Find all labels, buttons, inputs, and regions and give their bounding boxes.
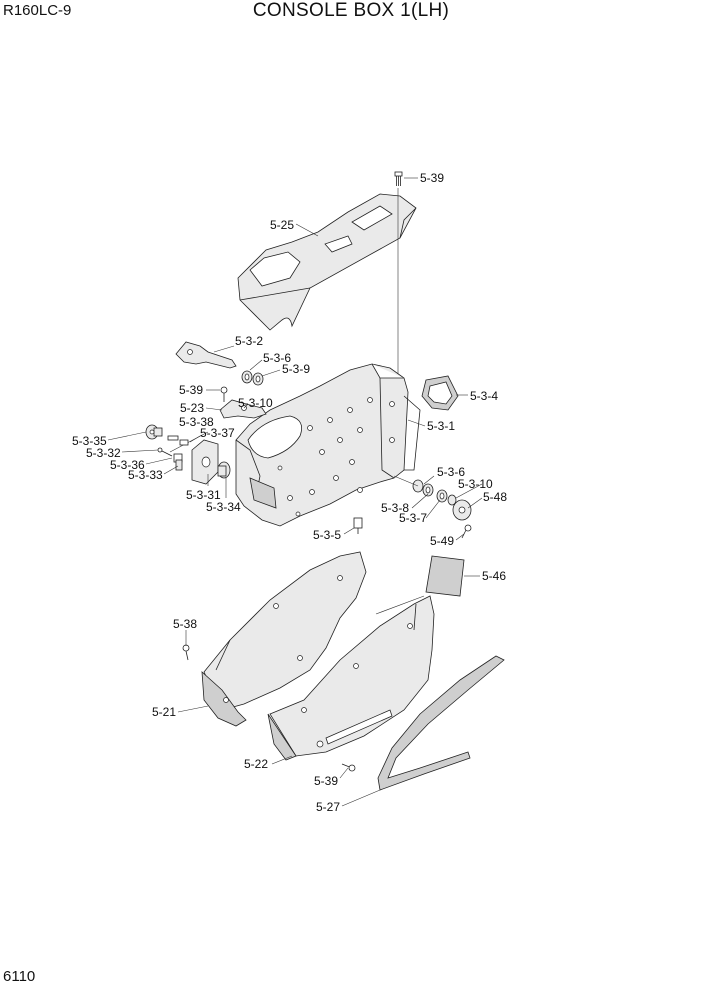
callout-5-3-33: 5-3-33 <box>128 468 163 482</box>
rubber-seal-5-3-4 <box>421 375 459 411</box>
callout-5-3-38: 5-3-38 <box>179 415 214 429</box>
callout-5-39-mid: 5-39 <box>179 383 203 397</box>
lock-plate-5-3-31 <box>191 439 219 485</box>
callout-5-38: 5-38 <box>173 617 197 631</box>
page-number: 6110 <box>3 968 36 985</box>
side-cover-right-5-22 <box>267 595 435 761</box>
spring-5-3-37 <box>179 439 189 446</box>
pin-5-3-32 <box>157 447 173 457</box>
washer-5-3-8 <box>422 483 434 497</box>
callout-5-39-bottom: 5-39 <box>314 774 338 788</box>
nut-5-3-9 <box>252 372 264 386</box>
callout-5-3-7: 5-3-7 <box>399 511 427 525</box>
callout-5-3-8: 5-3-8 <box>381 501 409 515</box>
knob-5-3-35 <box>145 424 163 440</box>
callout-5-3-10-right: 5-3-10 <box>458 477 493 491</box>
model-code: R160LC-9 <box>3 2 72 19</box>
console-top-cover-5-25 <box>237 193 417 331</box>
callout-5-3-2: 5-3-2 <box>235 334 263 348</box>
callout-5-3-4: 5-3-4 <box>470 389 498 403</box>
screw-5-38 <box>182 644 190 661</box>
callout-5-3-6-upper: 5-3-6 <box>263 351 291 365</box>
callout-5-23: 5-23 <box>180 401 204 415</box>
clip-5-3-33 <box>175 459 183 471</box>
callout-5-3-10-upper: 5-3-10 <box>238 396 273 410</box>
plate-5-23 <box>219 399 267 419</box>
label-sheet-5-46 <box>425 555 465 597</box>
washer-5-3-6-upper <box>241 370 253 384</box>
callout-5-3-36: 5-3-36 <box>110 458 145 472</box>
nut-5-3-7 <box>436 489 448 503</box>
cylinder-5-3-34 <box>217 461 231 479</box>
callout-5-3-31: 5-3-31 <box>186 488 221 502</box>
callout-5-3-32: 5-3-32 <box>86 446 121 460</box>
callout-5-3-9: 5-3-9 <box>282 362 310 376</box>
callout-5-27: 5-27 <box>316 800 340 814</box>
callout-5-3-35: 5-3-35 <box>72 434 107 448</box>
callout-5-46: 5-46 <box>482 569 506 583</box>
screw-5-3-38 <box>167 435 179 441</box>
callout-5-3-6-right: 5-3-6 <box>437 465 465 479</box>
screw-5-39-bottom <box>341 763 356 772</box>
callout-5-39-top: 5-39 <box>420 171 444 185</box>
washer-5-3-10-right <box>447 494 457 506</box>
callout-5-21: 5-21 <box>152 705 176 719</box>
callout-5-3-5: 5-3-5 <box>313 528 341 542</box>
callout-5-48: 5-48 <box>483 490 507 504</box>
bolt-5-3-5 <box>353 517 363 534</box>
callout-5-3-37: 5-3-37 <box>200 426 235 440</box>
screw-5-49 <box>461 524 472 539</box>
side-cover-left-5-21 <box>201 551 367 727</box>
cap-5-48 <box>452 499 472 521</box>
bolt-5-39-top <box>394 171 403 186</box>
edge-trim-5-27 <box>377 655 505 791</box>
page-title: CONSOLE BOX 1(LH) <box>252 0 450 21</box>
bolt-5-39-mid <box>220 386 228 402</box>
callout-5-22: 5-22 <box>244 757 268 771</box>
bracket-5-3-2 <box>175 341 237 369</box>
console-frame-5-3-1 <box>235 363 421 527</box>
callout-5-3-1: 5-3-1 <box>427 419 455 433</box>
callout-5-49: 5-49 <box>430 534 454 548</box>
callout-5-25: 5-25 <box>270 218 294 232</box>
callout-5-3-34: 5-3-34 <box>206 500 241 514</box>
